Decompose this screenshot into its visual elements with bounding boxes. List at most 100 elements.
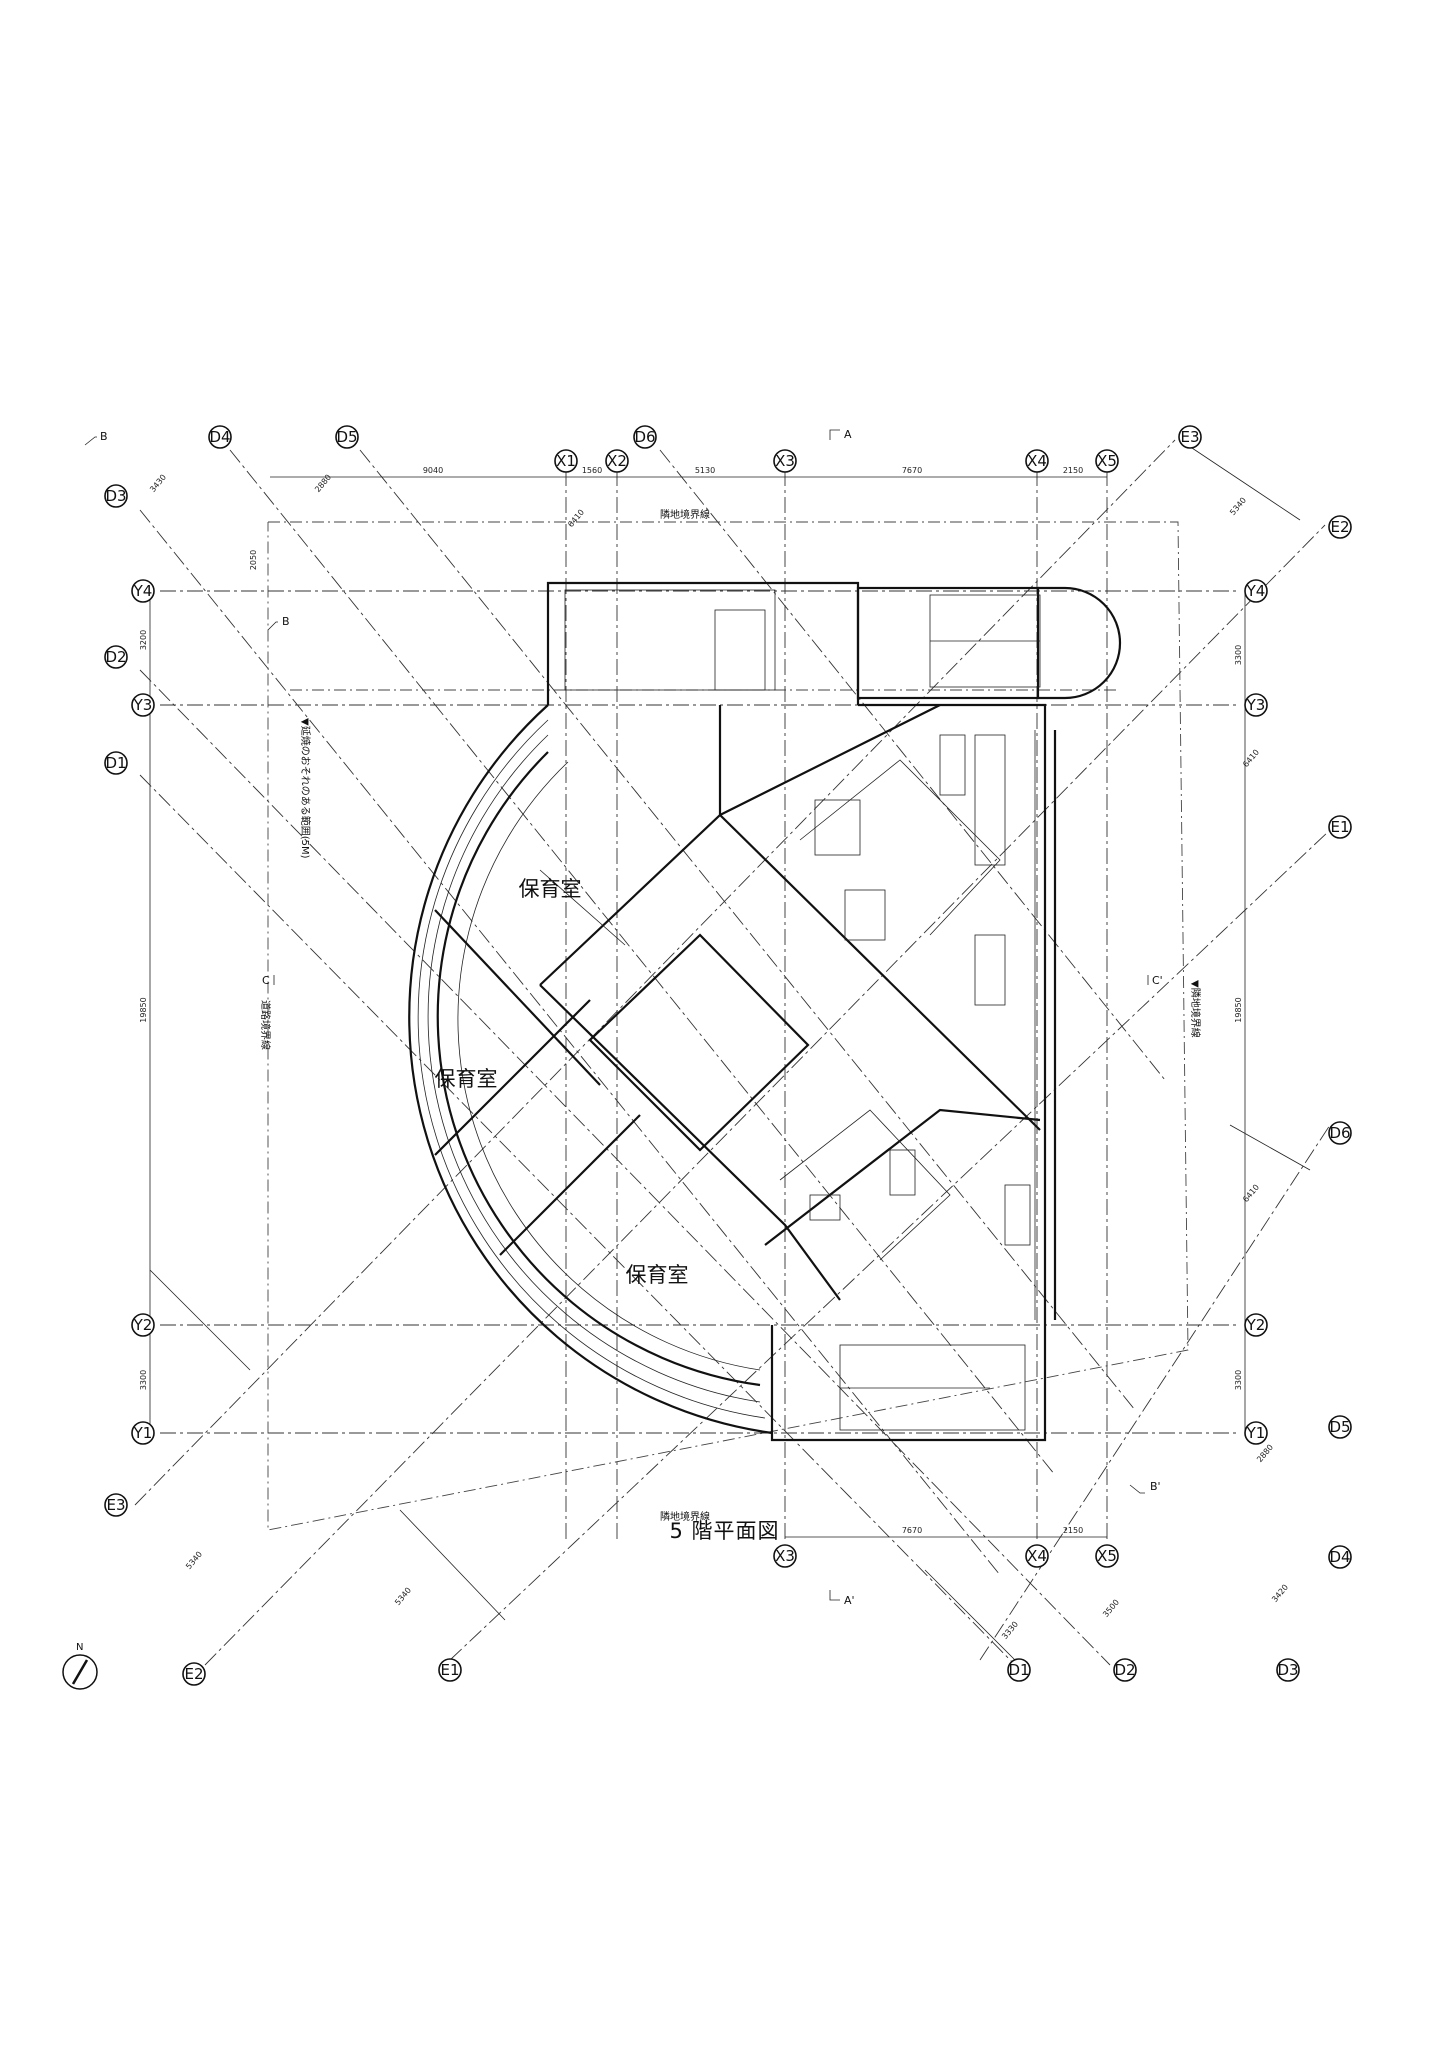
grid-bubble-y4-left: Y4 bbox=[131, 579, 155, 603]
grid-bubble-d6-top: D6 bbox=[633, 425, 657, 449]
svg-text:Y1: Y1 bbox=[133, 1424, 153, 1442]
grid-bubble-x1: X1 bbox=[554, 449, 578, 473]
svg-text:X5: X5 bbox=[1097, 452, 1117, 470]
interior-walls bbox=[434, 704, 1041, 1301]
dim-diag-r-2: 6410 bbox=[1241, 748, 1261, 769]
grid-bubble-d5-top: D5 bbox=[335, 425, 359, 449]
section-mark-c-prime: C' bbox=[1152, 974, 1163, 987]
svg-text:X3: X3 bbox=[775, 1547, 795, 1565]
dim-diag-b-4: 3500 bbox=[1101, 1598, 1121, 1619]
grid-bubbles-y: Y4 Y3 Y2 Y1 Y4 Y3 Y2 Y1 bbox=[131, 579, 1268, 1445]
svg-text:D5: D5 bbox=[1329, 1418, 1350, 1436]
svg-text:Y2: Y2 bbox=[1246, 1316, 1266, 1334]
dim-right-2: 19850 bbox=[1234, 997, 1243, 1022]
grid-bubble-y1-left: Y1 bbox=[131, 1421, 155, 1445]
dim-top-4: 7670 bbox=[902, 466, 922, 475]
drawing-title: 5 階平面図 bbox=[669, 1519, 780, 1543]
stairs-south bbox=[839, 1344, 1026, 1431]
svg-text:Y3: Y3 bbox=[1246, 696, 1266, 714]
svg-text:E3: E3 bbox=[1180, 428, 1199, 446]
dim-diag-b-2: 5340 bbox=[393, 1586, 413, 1607]
stairs-north bbox=[929, 594, 1041, 688]
grid-bubble-y1-right: Y1 bbox=[1244, 1421, 1268, 1445]
svg-text:D4: D4 bbox=[1329, 1548, 1350, 1566]
fire-spread-note: ▼延焼のおそれのある範囲(5M) bbox=[299, 718, 312, 859]
svg-text:D5: D5 bbox=[336, 428, 357, 446]
dim-top-5: 2150 bbox=[1063, 466, 1083, 475]
dimension-lines bbox=[149, 439, 1311, 1661]
diagonal-gridlines-d bbox=[139, 449, 1166, 1671]
grid-bubbles-x-bottom: X3 X4 X5 bbox=[773, 1544, 1119, 1568]
svg-text:E1: E1 bbox=[1330, 818, 1349, 836]
west-boundary-label: 道路境界線 bbox=[259, 1000, 272, 1050]
room-label-nursery-3: 保育室 bbox=[626, 1263, 689, 1287]
orthogonal-gridlines bbox=[160, 470, 1240, 1540]
room-label-nursery-1: 保育室 bbox=[519, 877, 582, 901]
grid-bubble-e2-right: E2 bbox=[1328, 515, 1352, 539]
dim-diag-b-1: 5340 bbox=[184, 1550, 204, 1571]
grid-bubbles-e-right: E3 E2 E1 bbox=[1178, 425, 1352, 839]
grid-bubble-d1-bottom: D1 bbox=[1007, 1658, 1031, 1682]
section-mark-b-top: B bbox=[100, 430, 108, 443]
north-boundary-label: 隣地境界線 bbox=[660, 508, 710, 521]
grid-bubble-e1-right: E1 bbox=[1328, 815, 1352, 839]
svg-text:D1: D1 bbox=[105, 754, 126, 772]
grid-bubble-x4: X4 bbox=[1025, 449, 1049, 473]
grid-bubbles-d-left: D4 D5 D6 D3 D2 D1 bbox=[104, 425, 657, 775]
grid-bubbles-e-left: E3 E2 E1 bbox=[104, 1493, 462, 1686]
svg-text:D6: D6 bbox=[634, 428, 655, 446]
svg-text:D3: D3 bbox=[1277, 1661, 1298, 1679]
section-marks: A A' B B B' C C' bbox=[84, 428, 1163, 1607]
north-arrow-icon: N bbox=[62, 1642, 98, 1690]
svg-text:X4: X4 bbox=[1027, 1547, 1047, 1565]
svg-text:D1: D1 bbox=[1008, 1661, 1029, 1679]
svg-text:Y2: Y2 bbox=[133, 1316, 153, 1334]
diagonal-gridlines-e bbox=[134, 439, 1331, 1666]
svg-text:Y3: Y3 bbox=[133, 696, 153, 714]
grid-bubble-x4-bottom: X4 bbox=[1025, 1544, 1049, 1568]
dim-diag-b-3: 3330 bbox=[1000, 1620, 1020, 1641]
dim-diag-r-1: 5340 bbox=[1228, 496, 1248, 517]
grid-bubble-d2-bottom: D2 bbox=[1113, 1658, 1137, 1682]
svg-text:E3: E3 bbox=[106, 1496, 125, 1514]
south-boundary-label: 隣地境界線 bbox=[660, 1510, 710, 1523]
svg-text:E2: E2 bbox=[1330, 518, 1349, 536]
dim-top-1: 9040 bbox=[423, 466, 443, 475]
grid-bubble-x3-bottom: X3 bbox=[773, 1544, 797, 1568]
grid-bubble-e3-top: E3 bbox=[1178, 425, 1202, 449]
dim-top-2: 1560 bbox=[582, 466, 602, 475]
dim-right-3: 3300 bbox=[1234, 1370, 1243, 1390]
svg-text:D2: D2 bbox=[1114, 1661, 1135, 1679]
svg-text:D4: D4 bbox=[209, 428, 230, 446]
room-label-nursery-2: 保育室 bbox=[435, 1067, 498, 1091]
dim-left-1: 2050 bbox=[249, 550, 258, 570]
building-shell bbox=[546, 581, 1122, 1442]
grid-bubble-y4-right: Y4 bbox=[1244, 579, 1268, 603]
dim-diag-tl-1: 3430 bbox=[148, 473, 168, 494]
svg-text:D3: D3 bbox=[105, 487, 126, 505]
section-mark-c: C bbox=[262, 974, 270, 987]
grid-bubble-e3-left: E3 bbox=[104, 1493, 128, 1517]
svg-text:Y4: Y4 bbox=[1246, 582, 1266, 600]
boundary-labels: 隣地境界線 隣地境界線 道路境界線 ▼隣地境界線 ▼延焼のおそれのある範囲(5M… bbox=[259, 508, 1202, 1523]
grid-bubble-y2-left: Y2 bbox=[131, 1313, 155, 1337]
svg-text:X2: X2 bbox=[607, 452, 627, 470]
room-labels: 保育室 保育室 保育室 bbox=[435, 877, 689, 1287]
svg-text:E2: E2 bbox=[184, 1665, 203, 1683]
dim-diag-r-4: 2880 bbox=[1255, 1443, 1275, 1464]
dim-left-3: 19850 bbox=[139, 997, 148, 1022]
fixtures bbox=[809, 734, 1031, 1246]
grid-bubble-d6-right: D6 bbox=[1328, 1121, 1352, 1145]
svg-text:Y4: Y4 bbox=[133, 582, 153, 600]
grid-bubble-d3-bottom: D3 bbox=[1276, 1658, 1300, 1682]
grid-bubble-y2-right: Y2 bbox=[1244, 1313, 1268, 1337]
grid-bubble-d4-right: D4 bbox=[1328, 1545, 1352, 1569]
dim-diag-r-3: 6410 bbox=[1241, 1183, 1261, 1204]
site-boundary bbox=[267, 521, 1189, 1531]
svg-text:D6: D6 bbox=[1329, 1124, 1350, 1142]
grid-bubble-e1-bottom: E1 bbox=[438, 1658, 462, 1682]
dim-diag-tl-3: 6410 bbox=[566, 508, 586, 529]
grid-bubble-d4-top: D4 bbox=[208, 425, 232, 449]
